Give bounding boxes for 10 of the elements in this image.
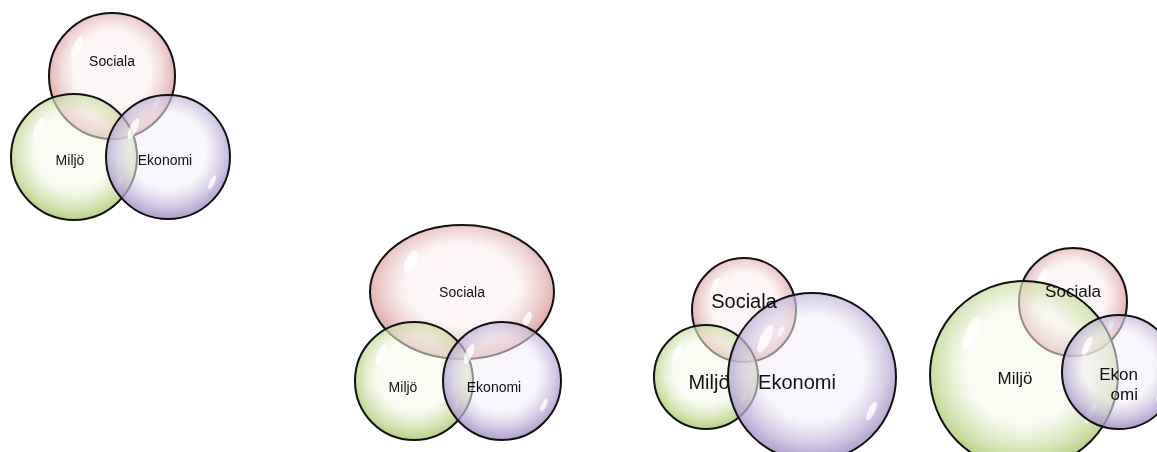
circle-label: Ekonomi: [1098, 365, 1138, 405]
circle-label: Ekonomi: [137, 151, 193, 169]
circle-label: Ekonomi: [758, 370, 836, 394]
circle-label: Miljö: [388, 378, 418, 396]
circle-label: Sociala: [439, 283, 485, 301]
circle-label: Ekonomi: [466, 378, 522, 396]
circle-label: Miljö: [997, 369, 1033, 389]
circle-label: Sociala: [89, 52, 135, 70]
circle-label: Miljö: [55, 151, 85, 169]
circle-label: Sociala: [711, 289, 777, 313]
